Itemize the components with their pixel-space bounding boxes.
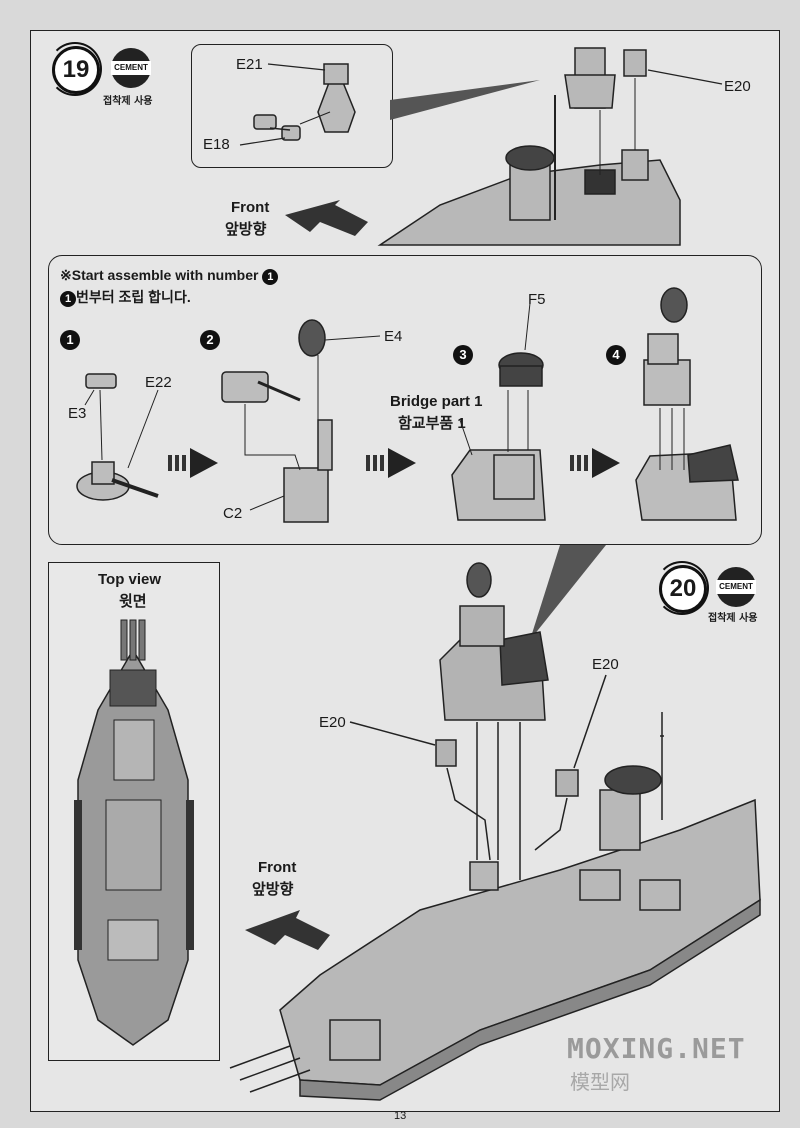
front-label-ko-19: 앞방향: [225, 221, 267, 238]
bridge-caption-en: Bridge part 1: [390, 393, 483, 410]
substep-1-badge: 1: [60, 330, 80, 350]
cement-note: 접착제 사용: [103, 96, 153, 107]
cement-label: CEMENT: [111, 61, 151, 75]
subassembly-drawing: [76, 287, 739, 523]
part-label-e20-left: E20: [319, 714, 346, 731]
part-label-e21: E21: [236, 56, 263, 73]
assembly-note: ※Start assemble with number 1: [60, 267, 279, 285]
assembly-note-text: ※Start assemble with number: [60, 267, 259, 283]
assembly-note-ko-num: 1: [60, 291, 76, 307]
watermark-zh: 模型网: [570, 1070, 630, 1094]
assembly-note-num: 1: [262, 269, 279, 285]
substep-4-badge: 4: [606, 345, 626, 365]
assembly-note-ko-text: 번부터 조립 합니다.: [76, 289, 191, 305]
part-label-e20-top: E20: [724, 78, 751, 95]
substep-3-badge: 3: [453, 345, 473, 365]
subassembly-panel: [48, 255, 762, 545]
front-label-en-19: Front: [231, 199, 270, 216]
cement-note-20: 접착제 사용: [708, 613, 758, 624]
cement-icon-20: CEMENT: [716, 567, 756, 607]
part-label-e20-right: E20: [592, 656, 619, 673]
part-label-e18: E18: [203, 136, 230, 153]
part-label-f5: F5: [528, 291, 546, 308]
bridge-caption-ko: 함교부품 1: [398, 415, 466, 432]
front-arrow-icon: [245, 910, 330, 950]
step-arrow-icon: [168, 448, 620, 478]
substep-2-badge: 2: [200, 330, 220, 350]
cement-label-20: CEMENT: [716, 580, 756, 594]
step-19-number: 19: [48, 42, 102, 96]
part-label-e4: E4: [384, 328, 403, 345]
front-label-en-20: Front: [258, 859, 297, 876]
part-label-c2: C2: [223, 505, 243, 522]
topview-title-ko: 윗면: [119, 593, 147, 610]
topview-title-en: Top view: [98, 571, 162, 588]
page-number: 13: [394, 1110, 407, 1122]
part-label-e22: E22: [145, 374, 172, 391]
topview-ship: [74, 619, 194, 1046]
watermark-en: MOXING.NET: [567, 1032, 746, 1065]
part-label-e3: E3: [68, 405, 87, 422]
cement-icon: CEMENT: [111, 48, 151, 88]
step-20-number: 20: [655, 561, 709, 615]
front-label-ko-20: 앞방향: [252, 881, 294, 898]
step19-drawing: [239, 47, 723, 246]
